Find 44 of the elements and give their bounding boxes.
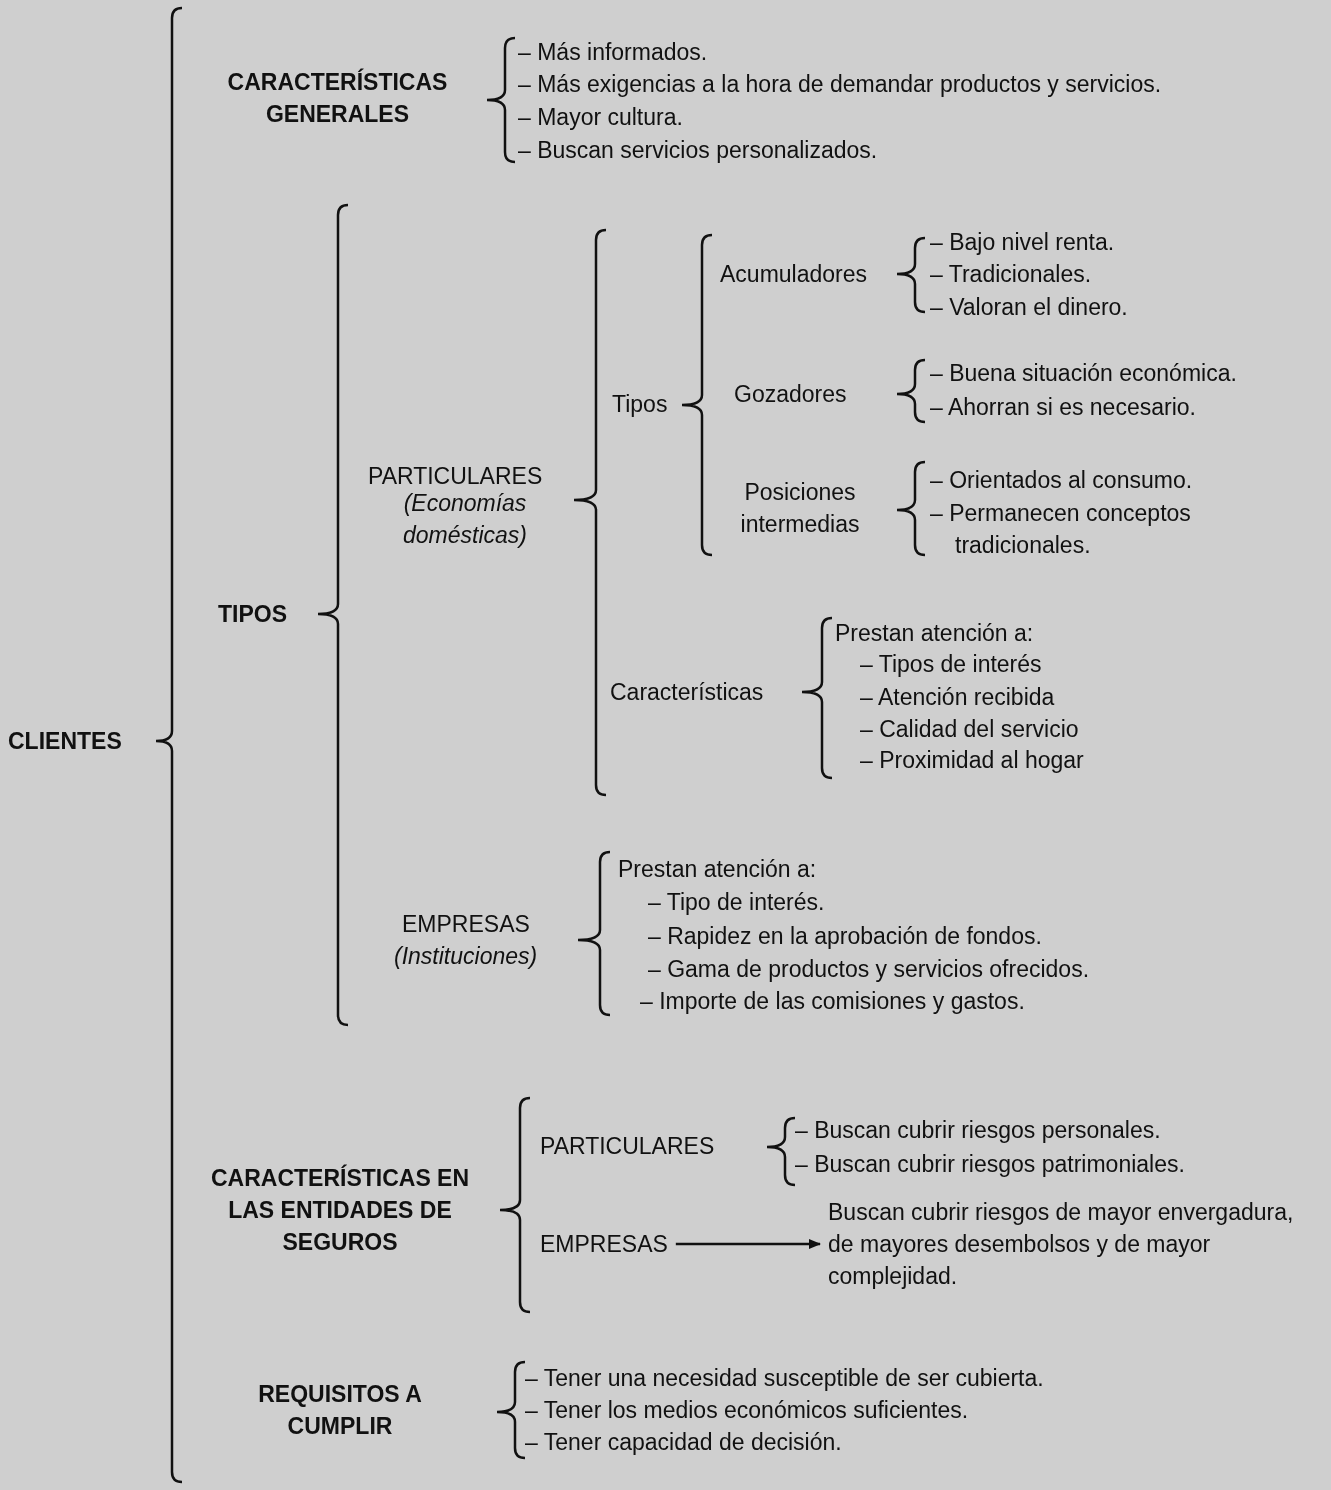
arrow — [675, 1239, 821, 1249]
category-label: Prestan atención a: — [835, 619, 1034, 648]
list-item: – Importe de las comisiones y gastos. — [640, 987, 1025, 1016]
category-label: Gozadores — [734, 380, 847, 409]
list-item: – Bajo nivel renta. — [930, 228, 1115, 257]
list-item: – Orientados al consumo. — [930, 466, 1193, 495]
list-item: – Permanecen conceptos tradicionales. — [930, 499, 1192, 560]
category-label: EMPRESAS — [402, 910, 530, 939]
category-label: PARTICULARES — [540, 1132, 715, 1161]
list-item: – Buscan servicios personalizados. — [518, 136, 878, 165]
list-item: – Atención recibida — [860, 683, 1055, 712]
category-label: Prestan atención a: — [618, 855, 817, 884]
heading: CLIENTES — [8, 727, 122, 756]
list-item: – Buscan cubrir riesgos personales. — [795, 1116, 1161, 1145]
heading: CARACTERÍSTICAS EN LAS ENTIDADES DE SEGUROS — [209, 1163, 471, 1257]
category-note: (Economías domésticas) — [402, 489, 528, 550]
list-item: – Más informados. — [518, 38, 708, 67]
list-item: – Ahorran si es necesario. — [930, 393, 1196, 422]
category-label: Características — [610, 678, 764, 707]
category-label: Acumuladores — [720, 260, 868, 289]
heading: TIPOS — [218, 600, 287, 629]
category-label: EMPRESAS — [540, 1228, 668, 1260]
list-item: – Tipos de interés — [860, 650, 1042, 679]
list-item: – Proximidad al hogar — [860, 746, 1084, 775]
list-item: – Calidad del servicio — [860, 715, 1079, 744]
list-item: – Buscan cubrir riesgos patrimoniales. — [795, 1150, 1185, 1179]
category-label: Tipos — [612, 390, 668, 419]
list-item: – Buena situación económica. — [930, 359, 1237, 388]
heading: REQUISITOS A CUMPLIR — [257, 1380, 423, 1441]
list-item: – Tradicionales. — [930, 260, 1092, 289]
list-item: – Tipo de interés. — [648, 888, 825, 917]
list-item: – Gama de productos y servicios ofrecidos. — [648, 955, 1090, 984]
list-item: – Tener los medios económicos suficientes. — [525, 1396, 969, 1425]
category-note: (Instituciones) — [394, 942, 538, 971]
category-label: PARTICULARES — [368, 462, 543, 491]
description-text: Buscan cubrir riesgos de mayor envergadura, de mayores desembolsos y de mayor complejidad. — [828, 1196, 1308, 1292]
category-label: Posiciones intermedias — [739, 478, 861, 539]
list-item: – Rapidez en la aprobación de fondos. — [648, 922, 1042, 951]
heading: CARACTERÍSTICAS GENERALES — [226, 67, 449, 129]
list-item: – Tener capacidad de decisión. — [525, 1428, 842, 1457]
list-item: – Valoran el dinero. — [930, 293, 1128, 322]
list-item: – Más exigencias a la hora de demandar productos y servicios. — [518, 70, 1162, 99]
list-item: – Mayor cultura. — [518, 103, 683, 132]
list-item: – Tener una necesidad susceptible de ser cubierta. — [525, 1364, 1044, 1393]
